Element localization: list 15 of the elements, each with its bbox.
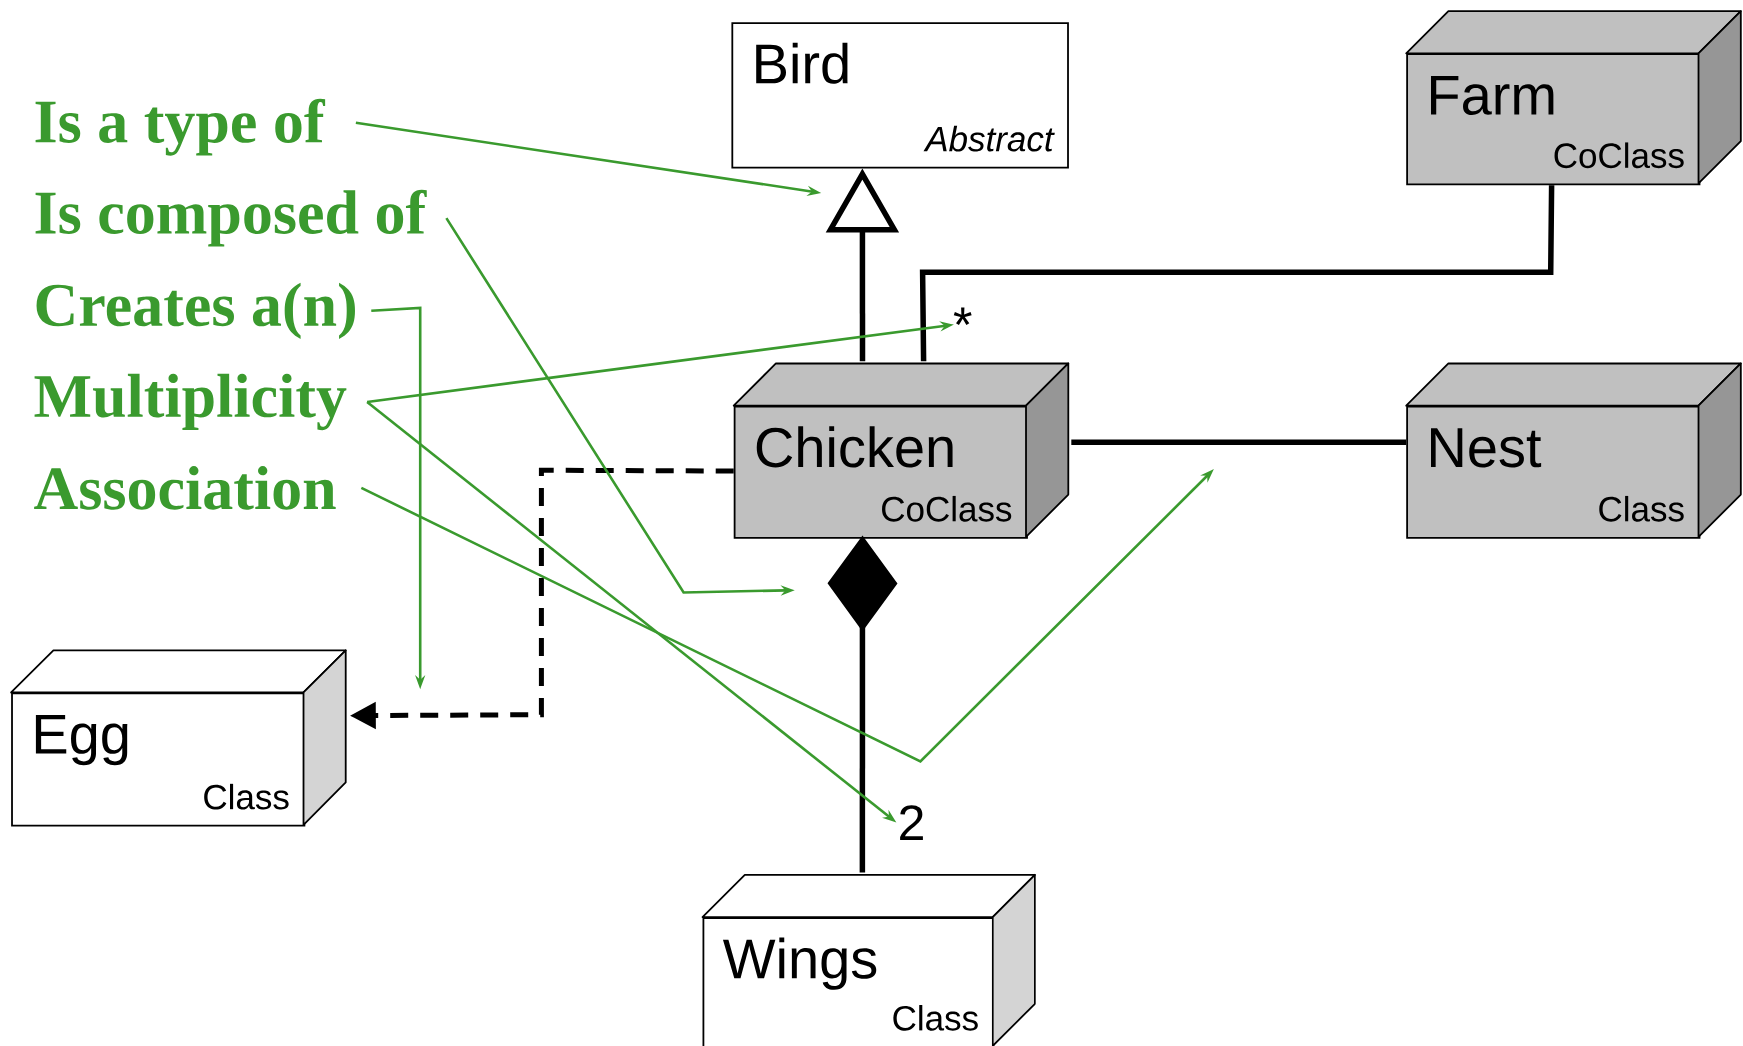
class-box: Wings Class (701, 873, 1036, 1046)
class-box: Nest Class (1405, 362, 1742, 539)
abstract-class-box: Bird Abstract (731, 22, 1069, 169)
multiplicity-label: * (953, 307, 972, 325)
annotation-label: Is a type of (35, 98, 326, 156)
association-line (919, 185, 1555, 362)
class-box: Egg Class (10, 649, 347, 827)
association-line (1071, 439, 1407, 445)
class-box: Chicken CoClass (732, 362, 1070, 539)
annotation-label: Multiplicity (34, 373, 347, 431)
class-box: Farm CoClass (1405, 10, 1742, 186)
annotation-label: Creates a(n) (36, 282, 355, 339)
annotation-label: Is composed of (35, 189, 427, 247)
annotation-label: Association (34, 466, 336, 510)
multiplicity-label: 2 (900, 805, 923, 841)
